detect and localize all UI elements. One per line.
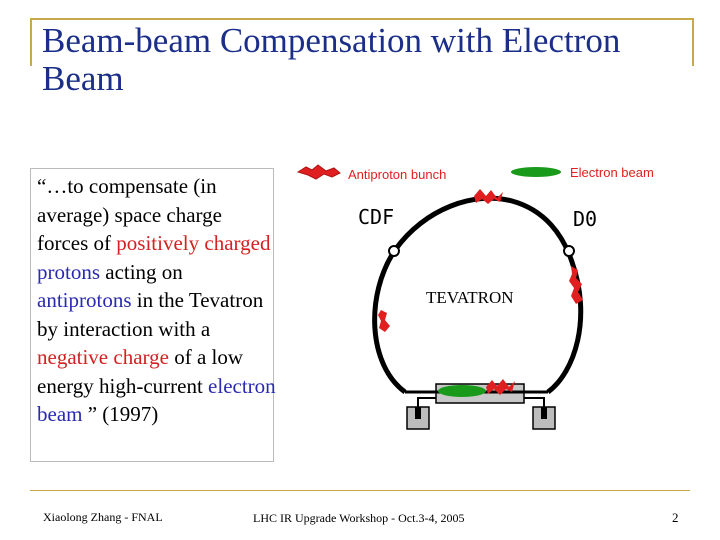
antiproton-bunch <box>486 379 515 395</box>
footer-event: LHC IR Upgrade Workshop - Oct.3-4, 2005 <box>253 511 465 525</box>
electron-beam <box>438 385 486 397</box>
footer-rule <box>30 490 690 491</box>
electron-collector-core <box>541 407 547 419</box>
cdf-interaction-point <box>388 245 400 257</box>
quote-negative-charge: negative charge <box>37 345 169 369</box>
antiproton-bunch <box>378 310 390 332</box>
footer-author: Xiaolong Zhang - FNAL <box>43 510 163 524</box>
antiproton-legend-icon <box>296 164 341 180</box>
quote-positively-charged: positively charged <box>116 231 271 255</box>
quote-part: of a low energy high-current <box>37 345 244 398</box>
legend-electron-label: Electron beam <box>570 165 654 180</box>
electron-gun-lead <box>417 397 436 410</box>
electron-collector-lead <box>524 397 545 410</box>
tevatron-label: TEVATRON <box>426 288 514 307</box>
page-number: 2 <box>672 510 679 525</box>
electron-legend-icon <box>511 167 561 177</box>
quote-part: ” (1997) <box>82 402 159 426</box>
d0-label: D0 <box>573 207 597 231</box>
quote-box <box>30 168 274 462</box>
quote-part: acting on <box>100 259 183 284</box>
antiproton-bunch <box>474 189 503 204</box>
quote-part: in the Tevatron by interaction with a <box>37 288 264 341</box>
electron-gun-core <box>415 407 421 419</box>
quote-text: “…to compensate (in average) space charg… <box>37 172 277 429</box>
slide-title: Beam-beam Compensation with Electron Bea… <box>42 21 621 98</box>
title-frame <box>30 18 694 66</box>
quote-protons: protons <box>37 259 100 284</box>
d0-interaction-point <box>563 245 575 257</box>
antiproton-bunch <box>569 266 583 304</box>
quote-part: “…to compensate (in average) space charg… <box>37 174 222 255</box>
tevatron-ring <box>372 195 584 395</box>
quote-electron-beam: electron beam <box>37 373 276 427</box>
legend-antiproton-label: Antiproton bunch <box>348 167 446 182</box>
cdf-label: CDF <box>358 205 394 229</box>
quote-antiprotons: antiprotons <box>37 288 132 312</box>
